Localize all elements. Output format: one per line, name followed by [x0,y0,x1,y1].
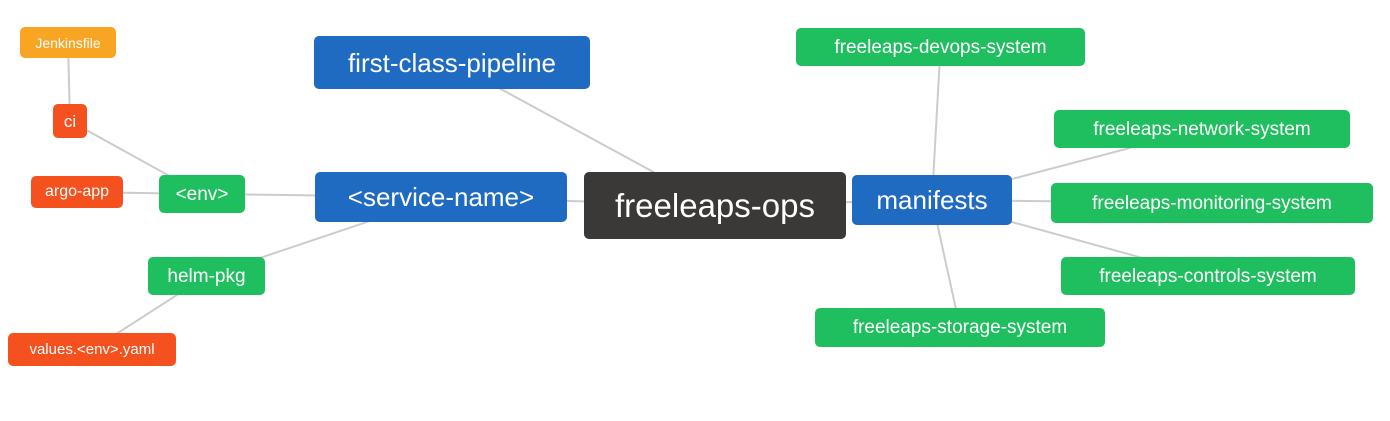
node-helm-pkg[interactable]: helm-pkg [148,257,265,295]
node-values-env-yaml[interactable]: values.<env>.yaml [8,333,176,366]
node-manifests[interactable]: manifests [852,175,1012,225]
node-ci[interactable]: ci [53,104,87,138]
node-freeleaps-devops-system[interactable]: freeleaps-devops-system [796,28,1085,66]
node-freeleaps-storage-system[interactable]: freeleaps-storage-system [815,308,1105,347]
node-argo-app[interactable]: argo-app [31,176,123,208]
node-service-name[interactable]: <service-name> [315,172,567,222]
node-freeleaps-monitoring-system[interactable]: freeleaps-monitoring-system [1051,183,1373,223]
node-freeleaps-controls-system[interactable]: freeleaps-controls-system [1061,257,1355,295]
node-freeleaps-ops[interactable]: freeleaps-ops [584,172,846,239]
edge-manifests--freeleaps-devops-system [931,46,942,201]
node-first-class-pipeline[interactable]: first-class-pipeline [314,36,590,89]
node-freeleaps-network-system[interactable]: freeleaps-network-system [1054,110,1350,148]
node-jenkinsfile[interactable]: Jenkinsfile [20,27,116,58]
node-env[interactable]: <env> [159,175,245,213]
